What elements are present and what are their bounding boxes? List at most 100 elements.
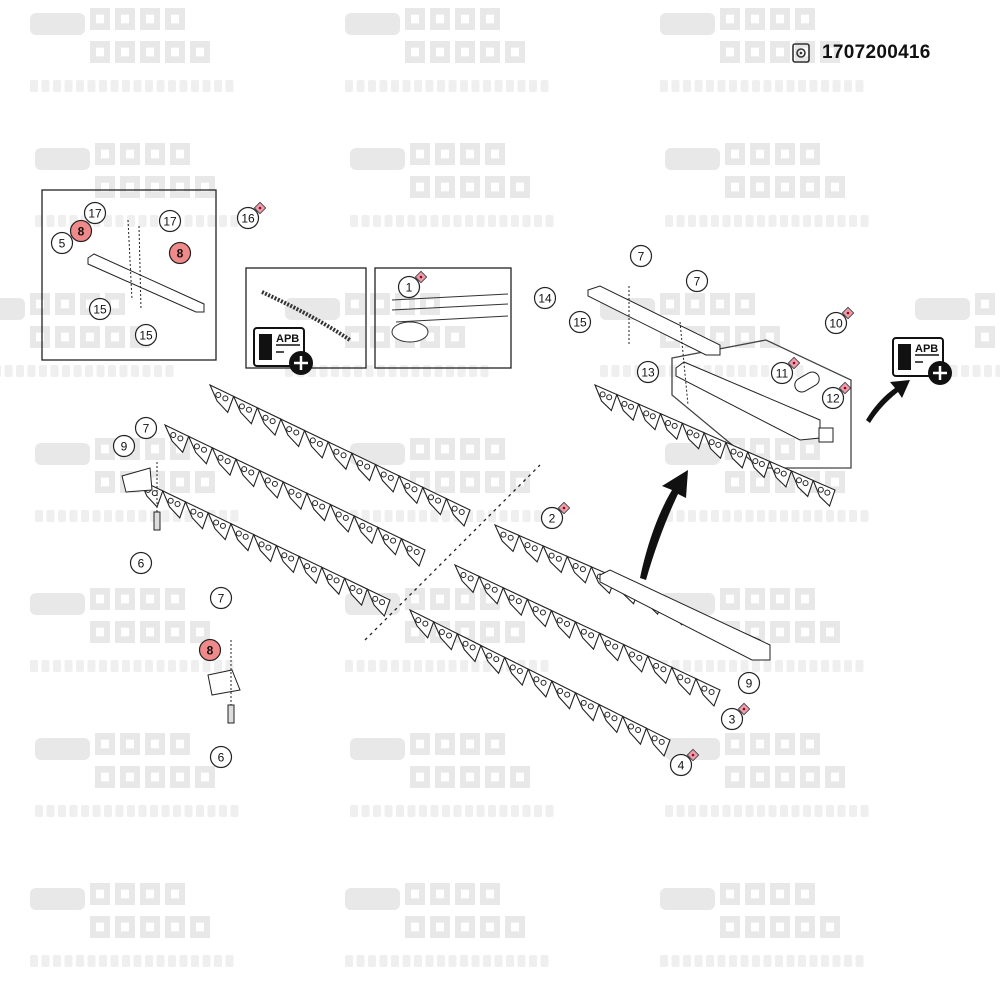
watermark-logo-picture [35, 143, 239, 227]
knife-back-bar [587, 285, 721, 356]
knife-section-row [453, 563, 721, 708]
knife-section [622, 643, 649, 673]
bolt [227, 704, 235, 724]
callout-15[interactable]: 15 [568, 310, 592, 334]
callout-15[interactable]: 15 [88, 297, 112, 321]
knife-section [320, 566, 346, 596]
watermark-logo-picture [345, 883, 549, 967]
knife-section [229, 522, 255, 552]
knife-section [374, 463, 400, 493]
knife-assembly-image [391, 293, 509, 323]
knife-section [574, 620, 601, 651]
knife-section [376, 526, 403, 556]
knife-section [479, 644, 506, 675]
callout-2[interactable]: 2 [540, 501, 571, 530]
callout-number: 5 [59, 237, 66, 251]
callout-number: 3 [729, 713, 736, 727]
watermark-logo-picture [35, 733, 239, 817]
callout-1[interactable]: 1 [397, 270, 428, 299]
callout-5[interactable]: 5 [50, 231, 74, 255]
knife-section [298, 555, 323, 585]
callout-14[interactable]: 14 [533, 286, 557, 310]
callout-12[interactable]: 12 [821, 381, 852, 410]
callout-number: 15 [573, 316, 587, 330]
callout-8[interactable]: 8 [198, 638, 222, 662]
knife-section [163, 423, 190, 454]
knife-section [258, 469, 284, 499]
parts-manual-icon [792, 43, 810, 63]
knife-section [232, 395, 258, 425]
callout-number: 7 [218, 592, 225, 606]
knife-section [350, 452, 377, 482]
info-marker-icon[interactable] [686, 748, 700, 762]
add-to-cart-icon[interactable] [289, 351, 313, 375]
knife-section [305, 492, 332, 522]
knife-section [303, 429, 329, 459]
knife-section [645, 727, 671, 758]
knife-section [502, 586, 528, 617]
info-marker-icon[interactable] [557, 501, 571, 515]
watermark-logo-picture [350, 143, 554, 227]
watermark-logo-picture [665, 438, 869, 522]
callout-number: 13 [641, 366, 655, 380]
knife-section [621, 715, 648, 746]
knife-section [646, 654, 673, 685]
callout-9[interactable]: 9 [112, 434, 136, 458]
knife-section [207, 511, 232, 541]
knife-section [746, 450, 771, 479]
info-marker-icon[interactable] [838, 381, 852, 395]
callout-13[interactable]: 13 [636, 360, 660, 384]
callout-8[interactable]: 8 [168, 241, 192, 265]
apb-add-badge[interactable]: APB [253, 327, 313, 375]
knife-head-bushing [794, 371, 820, 393]
callout-11[interactable]: 11 [770, 356, 801, 385]
knife-section [550, 609, 577, 639]
knife-section [234, 457, 261, 488]
info-marker-icon[interactable] [414, 270, 428, 284]
apb-add-badge[interactable]: APB [892, 337, 952, 385]
knife-head [675, 361, 821, 441]
knife-head-roller [391, 321, 429, 343]
callout-16[interactable]: 16 [236, 201, 267, 230]
watermark-logo-picture [665, 733, 869, 817]
callout-7[interactable]: 7 [685, 269, 709, 293]
watermark-logo-picture [350, 733, 554, 817]
add-to-cart-icon[interactable] [928, 361, 952, 385]
knife-section [208, 383, 235, 414]
zoom-arrow [640, 470, 688, 580]
callout-7[interactable]: 7 [629, 244, 653, 268]
callout-7[interactable]: 7 [209, 586, 233, 610]
callout-6[interactable]: 6 [129, 551, 153, 575]
callout-17[interactable]: 17 [158, 209, 182, 233]
knife-section [432, 620, 458, 651]
info-marker-icon[interactable] [787, 356, 801, 370]
callout-8[interactable]: 8 [69, 219, 93, 243]
callout-3[interactable]: 3 [720, 702, 751, 731]
knife-section [456, 632, 482, 663]
info-marker-icon[interactable] [737, 702, 751, 716]
knife-section [279, 417, 306, 448]
knife-section [366, 587, 391, 618]
callout-4[interactable]: 4 [669, 748, 700, 777]
callout-7[interactable]: 7 [134, 416, 158, 440]
callout-number: 2 [549, 512, 556, 526]
callout-6[interactable]: 6 [209, 745, 233, 769]
knife-section [282, 480, 308, 511]
callout-15[interactable]: 15 [134, 323, 158, 347]
callout-17[interactable]: 17 [83, 201, 107, 225]
callout-9[interactable]: 9 [737, 671, 761, 695]
info-marker-icon[interactable] [253, 201, 267, 215]
knife-section [768, 460, 793, 488]
knife-section [542, 544, 568, 574]
knife-section [453, 563, 480, 594]
callout-10[interactable]: 10 [824, 306, 855, 335]
knife-section [329, 503, 355, 533]
knife-section [597, 703, 624, 734]
knife-section [397, 474, 424, 505]
knife-back-detail [87, 253, 205, 313]
callout-number: 9 [121, 440, 128, 454]
watermark-logo-picture [660, 8, 864, 92]
info-marker-icon[interactable] [841, 306, 855, 320]
knife-section [161, 489, 187, 519]
callout-number: 8 [207, 644, 214, 658]
